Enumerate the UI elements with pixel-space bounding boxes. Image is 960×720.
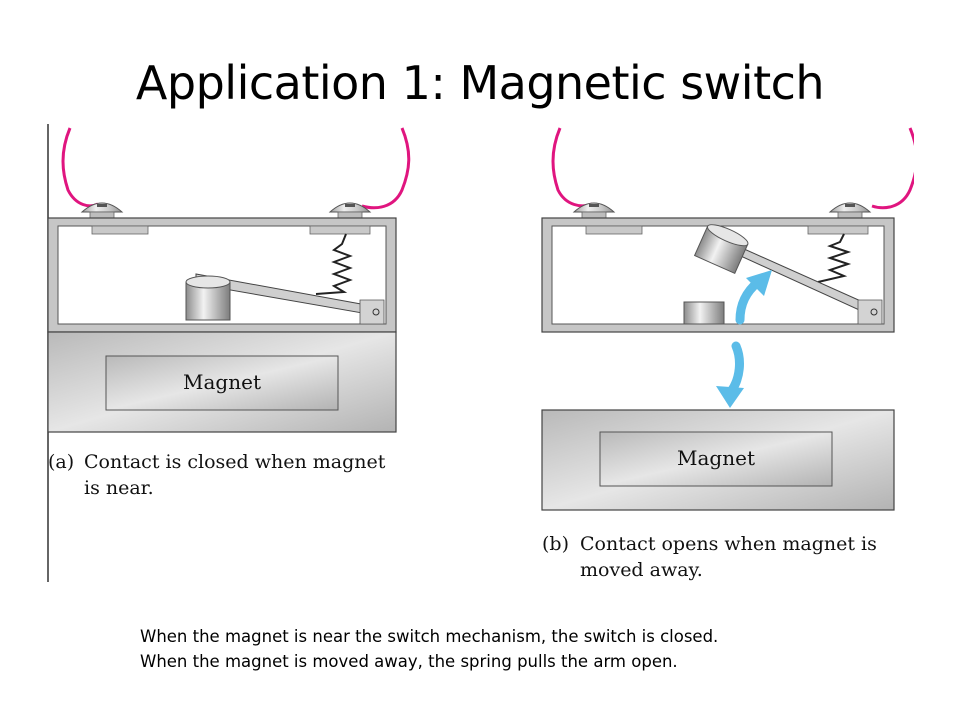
- slide-notes: When the magnet is near the switch mecha…: [140, 624, 900, 674]
- note-line-1: When the magnet is near the switch mecha…: [140, 627, 719, 646]
- caption-a-line1: Contact is closed when magnet: [84, 451, 386, 473]
- magnet-label-a: Magnet: [183, 370, 261, 394]
- panel-b: Magnet (b) Contact opens when magnet is …: [541, 127, 914, 581]
- screw-b-right: [828, 202, 872, 219]
- note-line-2: When the magnet is moved away, the sprin…: [140, 652, 678, 671]
- arrow-up-icon: [735, 270, 772, 325]
- caption-b-line1: Contact opens when magnet is: [580, 533, 877, 555]
- spring-a: [315, 233, 353, 295]
- slide-title: Application 1: Magnetic switch: [135, 56, 825, 110]
- caption-tag-a: (a): [48, 451, 74, 473]
- wire-b-right: [871, 127, 914, 210]
- caption-tag-b: (b): [542, 533, 569, 555]
- contact-cylinder-a: [185, 275, 231, 321]
- wire-a-right: [361, 127, 411, 210]
- caption-a-line2: is near.: [84, 477, 154, 499]
- wire-a-left: [61, 127, 99, 208]
- arrow-down-icon: [716, 341, 744, 408]
- panel-a: Magnet (a) Contact is closed when magnet…: [47, 124, 411, 582]
- fixed-contact-b: [683, 301, 725, 325]
- contact-cylinder-b: [693, 224, 749, 275]
- wire-b-left: [551, 127, 593, 208]
- caption-b-line2: moved away.: [580, 559, 703, 581]
- magnet-label-b: Magnet: [677, 446, 755, 470]
- spring-b: [817, 233, 852, 283]
- switch-diagram: Magnet (a) Contact is closed when magnet…: [46, 124, 914, 586]
